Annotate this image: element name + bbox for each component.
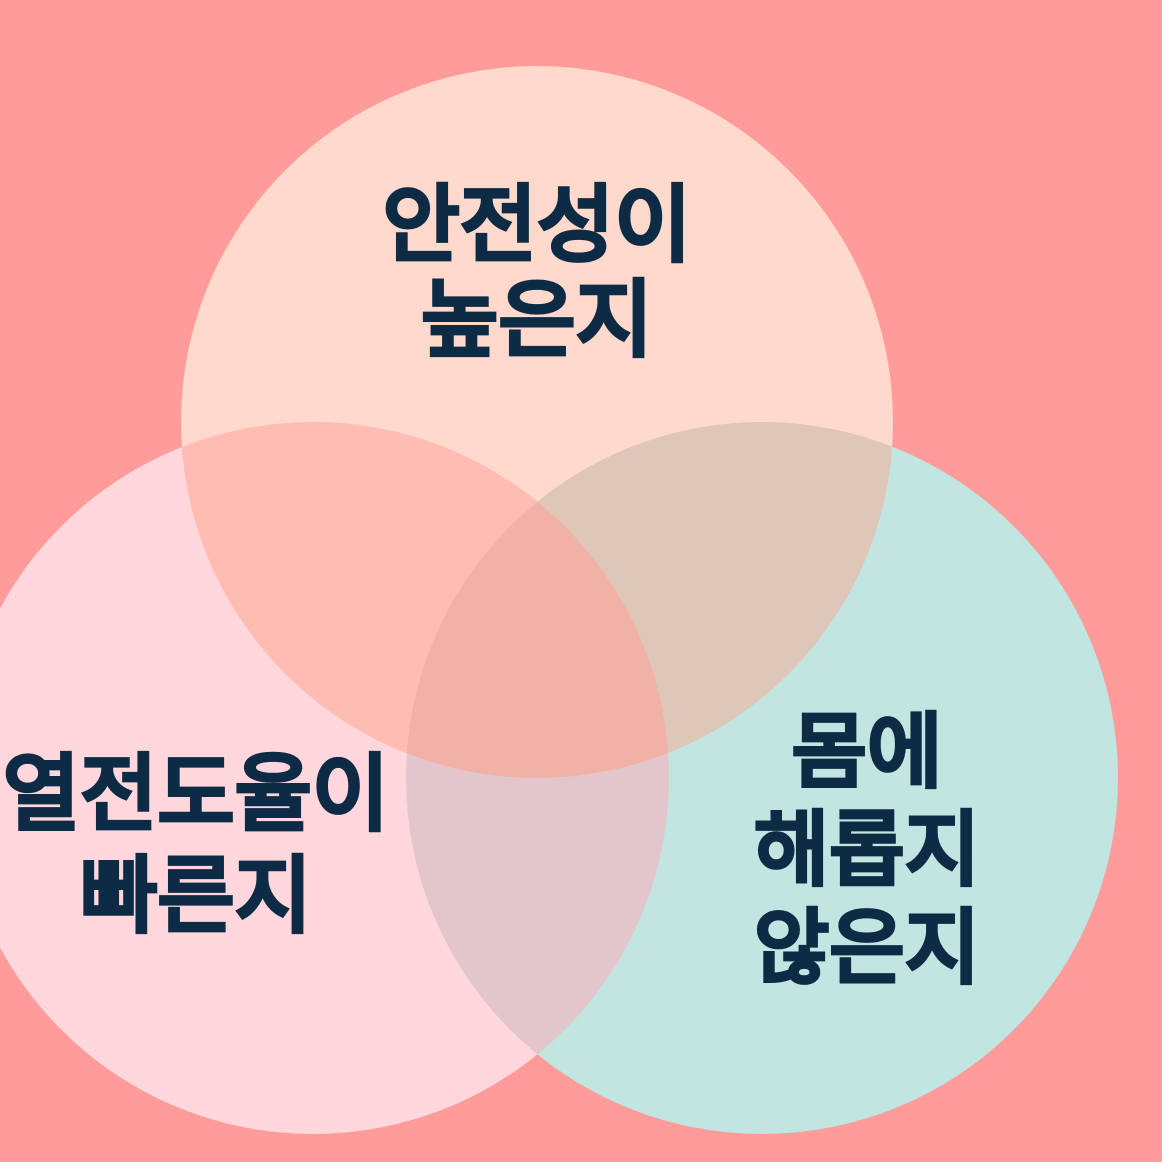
set-label-line: 높은지 [420, 271, 654, 369]
set-label-line: 빠른지 [79, 847, 313, 945]
set-label-line: 몸에 [790, 705, 943, 800]
set-label-line: 열전도율이 [2, 745, 391, 843]
set-label-line: 해롭지 [753, 803, 982, 898]
set-label-top: 안전성이 높은지 [381, 176, 692, 373]
set-label-line: 안전성이 [381, 176, 692, 274]
set-label-right: 몸에 해롭지 않은지 [753, 705, 982, 1006]
set-label-line: 않은지 [753, 901, 982, 996]
set-label-left: 열전도율이 빠른지 [2, 745, 391, 956]
overlap-center [406, 422, 669, 778]
